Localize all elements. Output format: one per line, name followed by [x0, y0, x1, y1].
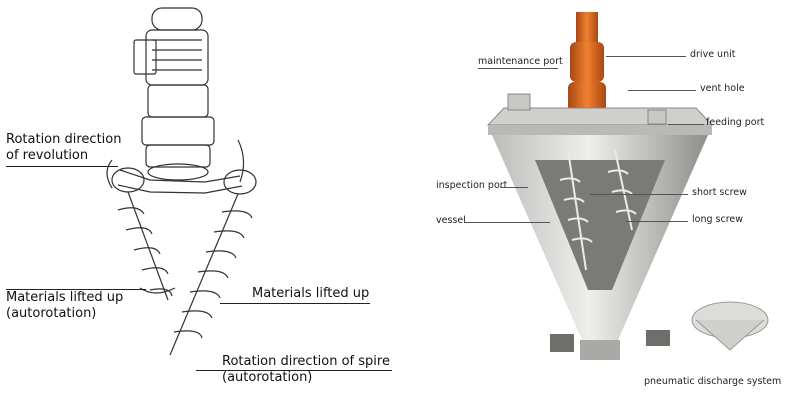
label-rotation-revolution-1: Rotation direction	[6, 132, 122, 147]
leader-line	[6, 166, 118, 167]
label-rotation-spire-2: (autorotation)	[222, 370, 313, 385]
cutaway-render: maintenance port drive unit vent hole fe…	[400, 0, 800, 400]
leader-line	[220, 303, 370, 304]
gearbox	[147, 84, 209, 118]
mixer-line-art	[106, 7, 257, 356]
label-feeding-port: feeding port	[706, 117, 765, 128]
line-art-diagram: Rotation direction of revolution Materia…	[6, 7, 392, 385]
label-materials-right: Materials lifted up	[252, 286, 370, 301]
leader-line	[628, 90, 696, 91]
label-drive-unit: drive unit	[690, 49, 736, 60]
label-materials-left-2: (autorotation)	[6, 306, 97, 321]
label-maintenance-port: maintenance port	[478, 56, 563, 67]
leader-line	[606, 56, 686, 57]
label-vessel: vessel	[436, 215, 466, 226]
leader-line	[590, 194, 688, 195]
leader-line	[500, 187, 528, 188]
leader-line	[668, 124, 704, 125]
label-short-screw: short screw	[692, 187, 747, 198]
leader-line	[464, 222, 550, 223]
leader-line	[6, 289, 146, 290]
leader-line	[626, 221, 688, 222]
label-rotation-revolution-2: of revolution	[6, 148, 89, 163]
maintenance-port-shape	[507, 93, 531, 111]
drive-unit-shape	[576, 12, 598, 42]
feeding-port-shape	[647, 109, 667, 125]
label-rotation-spire-1: Rotation direction of spire	[222, 354, 390, 369]
label-pneumatic-discharge: pneumatic discharge system	[644, 376, 782, 387]
label-vent-hole: vent hole	[700, 83, 745, 94]
revolution-arm	[119, 169, 241, 183]
motor-housing	[145, 29, 209, 86]
lid	[486, 107, 714, 126]
cutaway-vessel	[486, 12, 769, 360]
terminal-box	[133, 39, 157, 75]
leader-line	[478, 68, 558, 69]
label-inspection-port: inspection port	[436, 180, 508, 191]
motor-body	[151, 7, 203, 31]
label-long-screw: long screw	[692, 214, 744, 225]
leader-line	[196, 370, 392, 371]
long-screw-right	[169, 193, 253, 356]
short-screw-left	[117, 191, 173, 301]
label-materials-left-1: Materials lifted up	[6, 290, 124, 305]
